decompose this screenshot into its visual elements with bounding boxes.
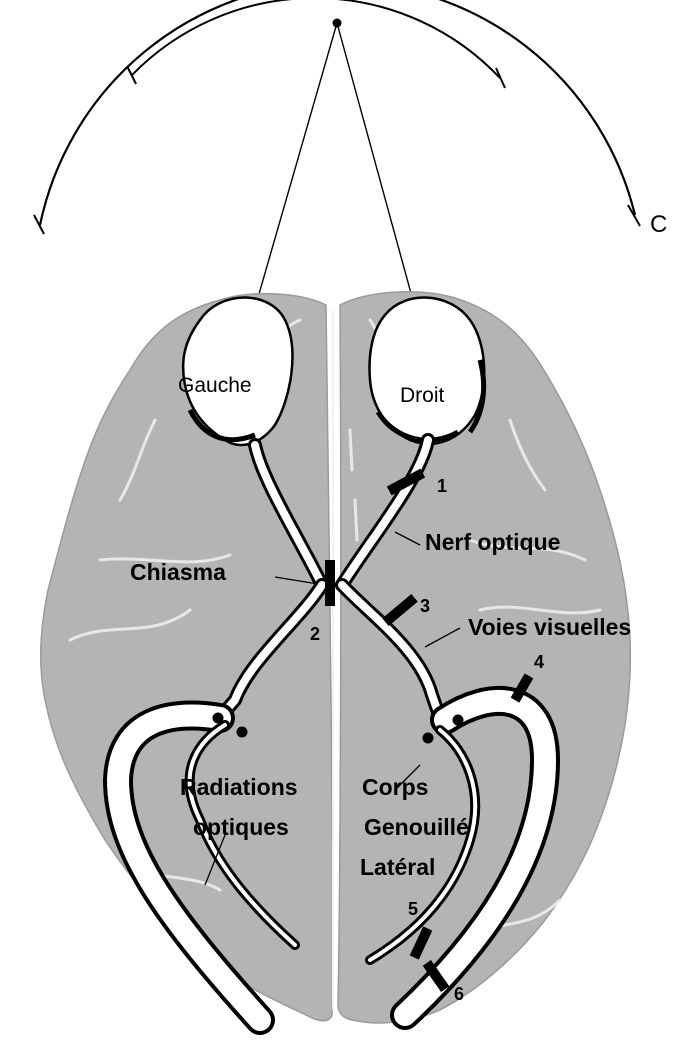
lgn-label-line1: Corps: [362, 774, 428, 800]
lesion-number-6: 6: [454, 984, 464, 1004]
optic-nerve-label: Nerf optique: [425, 529, 560, 555]
lesion-number-4: 4: [534, 652, 544, 672]
lgn-label-line2: Genouillé: [364, 814, 469, 840]
visual-field: [34, 0, 640, 370]
lesion-number-5: 5: [408, 899, 418, 919]
visual-pathways-label: Voies visuelles: [468, 614, 631, 640]
left-eye-label: Gauche: [178, 374, 252, 397]
outer-visual-field-arc: [40, 0, 635, 225]
chiasma-label: Chiasma: [130, 559, 226, 585]
lesion-number-2: 2: [310, 624, 320, 644]
lesion-number-3: 3: [420, 596, 430, 616]
lesion-number-1: 1: [437, 476, 447, 496]
field-letter-label: C: [650, 211, 667, 238]
inner-binocular-field-arc: [132, 0, 500, 78]
optic-radiations-label-line1: Radiations: [180, 774, 298, 800]
lesion-2-bar: [325, 560, 335, 606]
right-eye-label: Droit: [400, 384, 445, 407]
optic-radiations-label-line2: optiques: [193, 814, 289, 840]
lgn-label-line3: Latéral: [360, 854, 435, 880]
